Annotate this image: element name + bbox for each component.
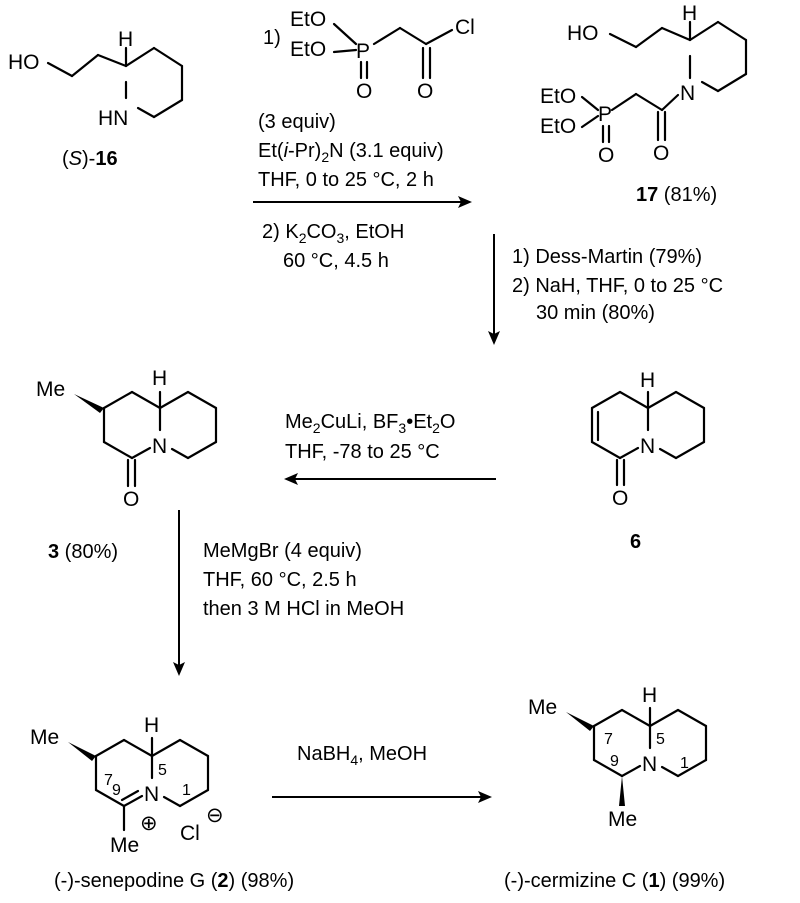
phosphorus-label-17: P [598, 103, 612, 126]
compound-17-structure: HO H N O P O EtO EtO [540, 2, 748, 167]
stereo-h-label-6: H [640, 369, 655, 392]
arrow-step-4 [173, 510, 185, 676]
methyl-label-1a: Me [528, 696, 557, 719]
methyl-label-2b: Me [110, 834, 139, 857]
locant-1-label-1: 1 [680, 755, 689, 772]
compound-3-label: 3 (80%) [48, 541, 118, 563]
nitrogen-label-3: N [152, 435, 167, 458]
locant-5-label-2: 5 [158, 762, 167, 779]
stereo-h-label-3: H [152, 367, 167, 390]
step-2-line-1: 1) Dess-Martin (79%) [512, 246, 702, 268]
arrow-step-5 [272, 791, 492, 803]
step-5-reagent-text: NaBH4, MeOH [297, 743, 427, 768]
iminium-charge-label: ⊕ [140, 812, 158, 835]
step-4-line-2: THF, 60 °C, 2.5 h [203, 569, 357, 591]
step-1b-conditions-text: 60 °C, 4.5 h [283, 250, 389, 272]
phosphonate-reagent-structure: 1) EtO EtO P O O Cl [263, 8, 475, 103]
locant-9-label-1: 9 [610, 753, 619, 770]
chlorine-label: Cl [455, 16, 475, 39]
step-4-conditions: MeMgBr (4 equiv) THF, 60 °C, 2.5 h then … [203, 540, 404, 620]
step-1b-reagent-text: 2) K2CO3, EtOH [262, 221, 404, 246]
methyl-label-1b: Me [608, 808, 637, 831]
phosphorus-label: P [356, 40, 370, 63]
compound-6-label: 6 [630, 531, 641, 553]
stereo-h-label-17: H [682, 2, 697, 25]
step-2-conditions: 1) Dess-Martin (79%) 2) NaH, THF, 0 to 2… [512, 246, 723, 324]
ethoxy-label-top: EtO [290, 8, 326, 31]
step-3-conditions: Me2CuLi, BF3•Et2O THF, -78 to 25 °C [285, 411, 455, 463]
methyl-label-3: Me [36, 378, 65, 401]
nitrogen-label-17: N [680, 82, 695, 105]
compound-2-label: (-)-senepodine G (2) (98%) [54, 870, 294, 892]
compound-1-label: (-)-cermizine C (1) (99%) [504, 870, 725, 892]
amide-oxygen-label-17: O [653, 142, 669, 165]
methyl-label-2a: Me [30, 726, 59, 749]
compound-3-structure: Me H N O [36, 367, 218, 511]
nitrogen-label-6: N [640, 435, 655, 458]
arrow-step-1 [253, 196, 472, 208]
hydroxyl-label: HO [8, 51, 40, 74]
chloride-charge-label: ⊖ [206, 804, 224, 827]
carbonyl-oxygen-label-6: O [612, 487, 628, 510]
chloride-label: Cl [180, 822, 200, 845]
arrow-step-3 [284, 473, 496, 485]
amine-label: HN [98, 107, 128, 130]
locant-7-label-1: 7 [604, 731, 613, 748]
arrow-step-2 [488, 234, 500, 345]
phosphoryl-oxygen-label-17: O [598, 144, 614, 167]
step-1-conditions: (3 equiv) Et(i-Pr)2N (3.1 equiv) THF, 0 … [258, 111, 444, 272]
compound-16-structure: HO H HN [8, 28, 184, 130]
ethoxy-label-17b: EtO [540, 115, 576, 138]
carbonyl-oxygen-label-3: O [123, 488, 139, 511]
reagent-step-1-label: 1) [263, 27, 281, 49]
locant-5-label-1: 5 [656, 731, 665, 748]
stereo-h-label-2: H [144, 714, 159, 737]
step-3-line-2: THF, -78 to 25 °C [285, 441, 440, 463]
stereo-h-label: H [118, 28, 133, 51]
nitrogen-label-2: N [144, 783, 159, 806]
hydroxyl-label-17: HO [567, 22, 599, 45]
compound-1-structure: Me H N Me 7 9 5 1 [528, 684, 708, 831]
compound-17-label: 17 (81%) [636, 184, 717, 206]
locant-1-label-2: 1 [182, 782, 191, 799]
nitrogen-label-1: N [642, 753, 657, 776]
stereo-h-label-1: H [642, 684, 657, 707]
base-text: Et(i-Pr)2N (3.1 equiv) [258, 140, 444, 165]
step-4-line-3: then 3 M HCl in MeOH [203, 598, 404, 620]
locant-9-label-2: 9 [112, 782, 121, 799]
ethoxy-label-bottom: EtO [290, 38, 326, 61]
step-2-line-2: 2) NaH, THF, 0 to 25 °C [512, 275, 723, 297]
ethoxy-label-17a: EtO [540, 85, 576, 108]
phosphoryl-oxygen-label: O [356, 80, 372, 103]
compound-2-structure: Me H N Me ⊕ Cl ⊖ 7 9 5 1 [30, 714, 224, 857]
step-2-line-3: 30 min (80%) [536, 302, 655, 324]
compound-16-label: (S)-16 [62, 148, 118, 170]
carbonyl-oxygen-label: O [417, 80, 433, 103]
locant-7-label-2: 7 [104, 772, 113, 789]
compound-6-structure: H N O [590, 369, 706, 510]
reagent-equiv-text: (3 equiv) [258, 111, 336, 133]
step-3-line-1: Me2CuLi, BF3•Et2O [285, 411, 455, 436]
step-1-conditions-text: THF, 0 to 25 °C, 2 h [258, 169, 434, 191]
step-4-line-1: MeMgBr (4 equiv) [203, 540, 362, 562]
